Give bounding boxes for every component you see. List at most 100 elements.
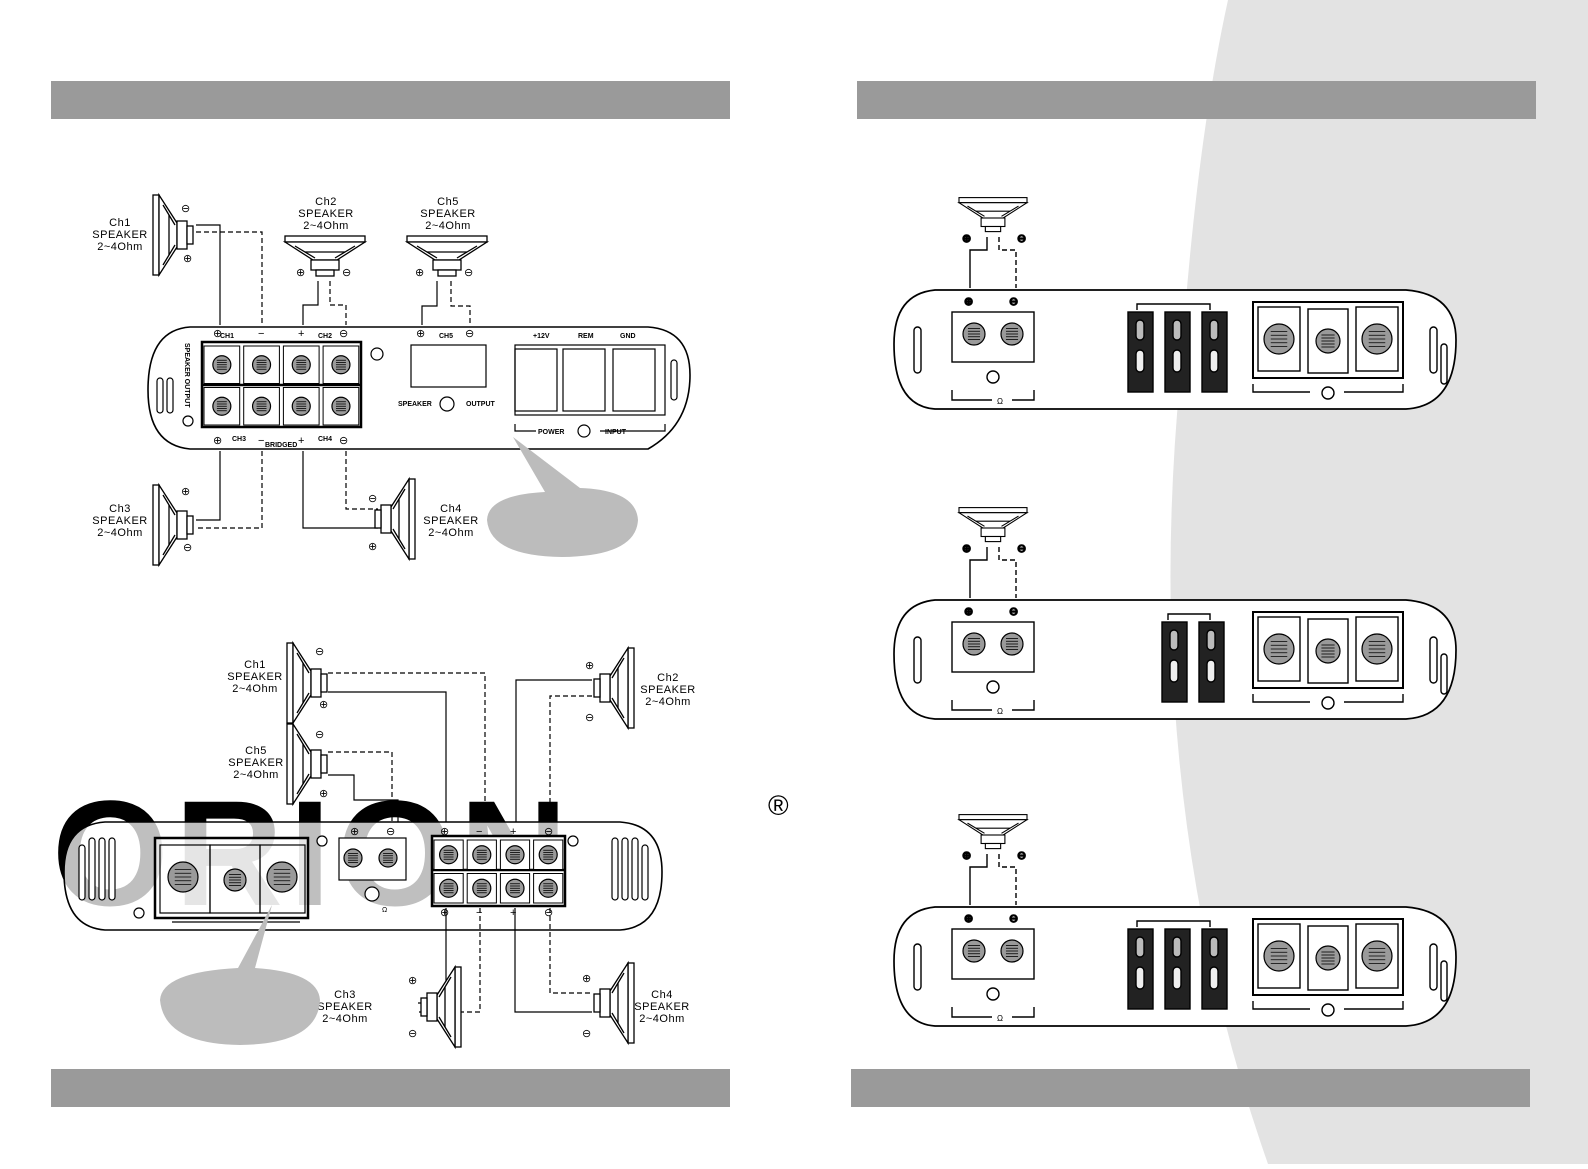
svg-text:OUTPUT: OUTPUT [466, 401, 496, 408]
polarity-symbol: ⊖ [1009, 606, 1018, 618]
speaker-icon [374, 476, 416, 562]
svg-text:⊖: ⊖ [339, 328, 348, 340]
terminal-screw [1000, 322, 1024, 346]
svg-text:SPEAKER: SPEAKER [92, 515, 147, 527]
terminal-screw [251, 396, 272, 416]
terminal-screw [167, 861, 199, 893]
speaker-icon [286, 640, 328, 726]
terminal-screw [1000, 632, 1024, 656]
svg-text:REM: REM [578, 333, 594, 340]
terminal-screw [1361, 633, 1393, 665]
svg-text:Ω: Ω [997, 397, 1003, 406]
speaker-icon [152, 482, 194, 568]
svg-text:Ch2: Ch2 [657, 672, 679, 684]
polarity-symbol: ⊖ [315, 646, 324, 658]
terminal-screw [962, 322, 986, 346]
right-page-modules: ⊕⊖⊕⊖Ω⊕⊖⊕⊖Ω⊕⊖⊕⊖Ω [893, 197, 1457, 1027]
svg-text:+: + [510, 907, 516, 919]
svg-text:⊖: ⊖ [544, 907, 553, 919]
svg-text:Ch1: Ch1 [244, 659, 266, 671]
terminal-screw [505, 878, 525, 898]
callout-bubble-2 [160, 905, 320, 1045]
terminal-screw [439, 878, 459, 898]
svg-text:2~4Ohm: 2~4Ohm [232, 683, 278, 695]
terminal-screw [1361, 940, 1393, 972]
svg-text:+: + [298, 328, 304, 340]
terminal-screw [472, 845, 492, 865]
svg-text:Ch5: Ch5 [437, 196, 459, 208]
svg-text:⊖: ⊖ [339, 435, 348, 447]
terminal-screw [266, 861, 298, 893]
polarity-symbol: ⊕ [582, 973, 591, 985]
svg-text:⊕: ⊕ [440, 907, 449, 919]
svg-text:SPEAKER: SPEAKER [398, 401, 432, 408]
svg-text:−: − [258, 435, 264, 447]
polarity-symbol: ⊖ [181, 203, 190, 215]
svg-text:2~4Ohm: 2~4Ohm [233, 769, 279, 781]
speaker-icon [957, 197, 1029, 233]
terminal-screw [1263, 633, 1295, 665]
terminal-screw [291, 355, 311, 375]
svg-text:2~4Ohm: 2~4Ohm [97, 241, 143, 253]
right-header-bar [857, 81, 1536, 119]
speaker-icon [957, 814, 1029, 850]
polarity-symbol: ⊕ [408, 975, 417, 987]
polarity-symbol: ⊖ [315, 729, 324, 741]
polarity-symbol: ⊕ [319, 788, 328, 800]
speaker-icon [957, 507, 1029, 543]
polarity-symbol: ⊕ [964, 913, 973, 925]
svg-text:CH4: CH4 [318, 436, 332, 443]
polarity-symbol: ⊕ [183, 253, 192, 265]
ch5-terminal-block [410, 344, 487, 388]
svg-text:SPEAKER: SPEAKER [228, 757, 283, 769]
svg-text:CH5: CH5 [439, 333, 453, 340]
terminal-screw [212, 355, 232, 375]
svg-text:Ch2: Ch2 [315, 196, 337, 208]
svg-text:Ch5: Ch5 [245, 745, 267, 757]
terminal-screw [343, 848, 363, 868]
polarity-symbol: ⊖ [1017, 850, 1026, 862]
svg-text:Ch3: Ch3 [334, 989, 356, 1001]
polarity-symbol: ⊖ [368, 493, 377, 505]
polarity-symbol: ⊕ [964, 606, 973, 618]
terminal-screw [1263, 940, 1295, 972]
svg-text:2~4Ohm: 2~4Ohm [428, 527, 474, 539]
diagram-1-speakers: ⊖⊕⊕⊖⊕⊖⊕⊖⊖⊕ [152, 192, 490, 568]
polarity-symbol: ⊕ [964, 296, 973, 308]
power-input-block [514, 344, 666, 416]
left-header-bar [51, 81, 730, 119]
amplifier-module: ⊕⊖⊕⊖Ω [893, 507, 1457, 720]
terminal-screw [1315, 945, 1341, 971]
svg-text:SPEAKER: SPEAKER [92, 229, 147, 241]
svg-text:2~4Ohm: 2~4Ohm [645, 696, 691, 708]
svg-text:SPEAKER: SPEAKER [317, 1001, 372, 1013]
polarity-symbol: ⊕ [181, 486, 190, 498]
polarity-symbol: ⊖ [464, 267, 473, 279]
svg-text:SPEAKER OUTPUT: SPEAKER OUTPUT [183, 343, 190, 408]
polarity-symbol: ⊕ [319, 699, 328, 711]
terminal-screw [378, 848, 398, 868]
svg-text:2~4Ohm: 2~4Ohm [639, 1013, 685, 1025]
svg-text:POWER: POWER [538, 429, 564, 436]
svg-text:⊕: ⊕ [440, 826, 449, 838]
terminal-screw [439, 845, 459, 865]
speaker-icon [286, 721, 328, 807]
svg-text:−: − [476, 826, 482, 838]
terminal-screw [472, 878, 492, 898]
svg-text:⊕: ⊕ [213, 435, 222, 447]
diagram-1-speaker-labels: Ch1 SPEAKER 2~4Ohm Ch2 SPEAKER 2~4Ohm Ch… [92, 196, 478, 539]
svg-text:+: + [510, 826, 516, 838]
polarity-symbol: ⊖ [183, 542, 192, 554]
speaker-icon [593, 645, 635, 731]
terminal-screw [538, 878, 558, 898]
vent-slots [78, 837, 649, 901]
polarity-symbol: ⊖ [1009, 296, 1018, 308]
terminal-screw [962, 939, 986, 963]
speaker-icon [404, 235, 490, 277]
diagram-1 [147, 326, 691, 450]
terminal-screw [251, 355, 272, 375]
terminal-screw [331, 396, 351, 416]
svg-text:⊕: ⊕ [213, 328, 222, 340]
right-footer-bar [851, 1069, 1530, 1107]
svg-text:Ω: Ω [997, 1014, 1003, 1023]
